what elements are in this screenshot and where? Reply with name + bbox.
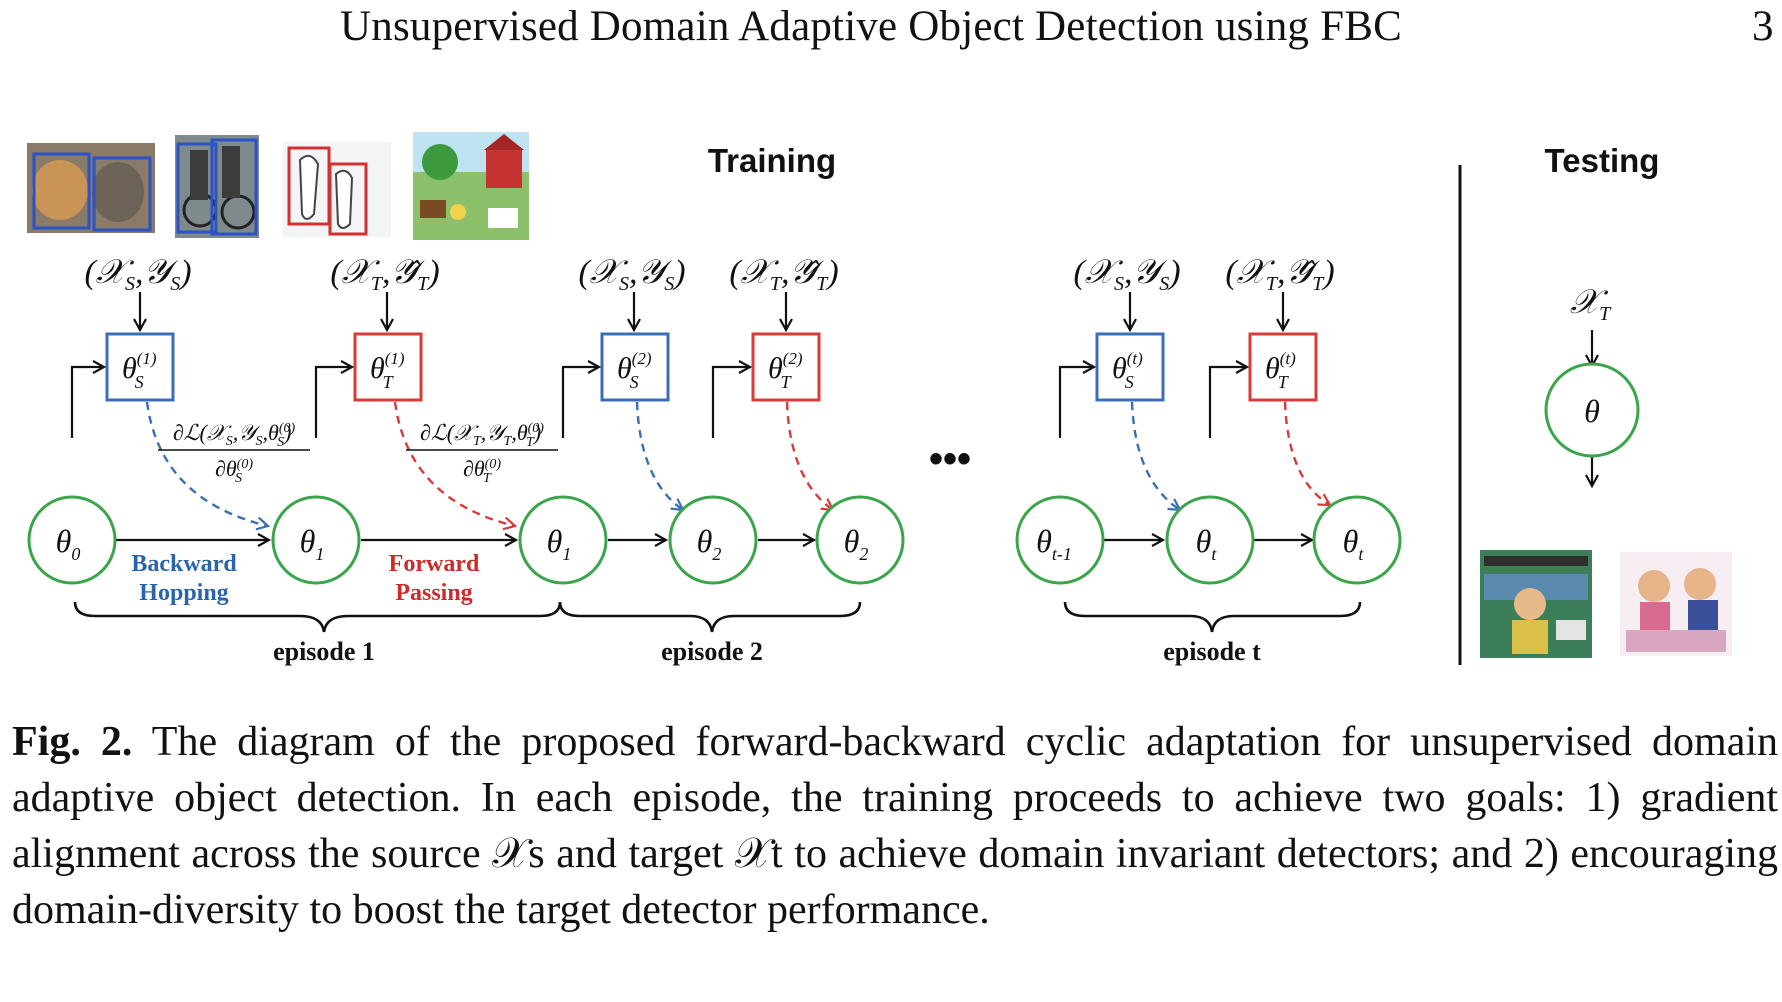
param-box-target-t — [1248, 332, 1318, 402]
caption-text: The diagram of the proposed forward-back… — [12, 719, 1778, 933]
episode-t-label: episode t — [1163, 637, 1261, 666]
forward-label-line2: Passing — [395, 580, 472, 606]
cyclists-photo-thumbnail — [175, 135, 259, 238]
grad-target-denominator: ∂θ(0)T — [463, 456, 501, 486]
forward-label-line1: Forward — [389, 551, 480, 577]
node-theta-tb — [1312, 495, 1402, 585]
page-number: 3 — [1752, 3, 1774, 50]
backward-label-line1: Backward — [131, 551, 237, 577]
episode-1-label: episode 1 — [273, 637, 375, 666]
episode-1-brace — [73, 601, 562, 633]
grad-source-denominator: ∂θ(0)S — [215, 456, 253, 486]
target-input-label-2: (𝒳T,𝒴̂T) — [729, 254, 838, 295]
clipart-farm-thumbnail — [413, 132, 529, 240]
param-box-source-1 — [105, 332, 175, 402]
clipart-library-thumbnail — [1480, 550, 1592, 658]
node-theta-2b — [815, 495, 905, 585]
clipart-dinner-thumbnail — [1620, 552, 1732, 656]
node-theta-1b — [518, 495, 608, 585]
cats-photo-thumbnail — [27, 143, 155, 233]
fbc-diagram-figure: Training Testing (𝒳S,𝒴S) (𝒳T,𝒴̂T) (𝒳S,𝒴S… — [27, 132, 1732, 666]
source-input-label-2: (𝒳S,𝒴S) — [578, 254, 685, 295]
figure-caption: Fig. 2. The diagram of the proposed forw… — [12, 714, 1778, 938]
sketch-thumbnail — [283, 142, 391, 237]
caption-label: Fig. 2. — [12, 719, 133, 765]
grad-source-numerator: ∂ℒ(𝒳S,𝒴S,θ(0)S) — [173, 420, 296, 450]
node-theta-1a — [271, 495, 361, 585]
backward-label-line2: Hopping — [139, 580, 228, 606]
target-input-label-1: (𝒳T,𝒴̂T) — [330, 254, 439, 295]
node-theta-0 — [27, 495, 117, 585]
param-box-source-t — [1095, 332, 1165, 402]
backward-hop-arrow-1 — [145, 401, 268, 526]
testing-label: Testing — [1545, 142, 1660, 179]
forward-pass-arrow-1 — [393, 401, 515, 526]
node-theta-t-1 — [1015, 495, 1105, 585]
running-header-title: Unsupervised Domain Adaptive Object Dete… — [340, 3, 1402, 50]
source-input-label-t: (𝒳S,𝒴S) — [1073, 254, 1180, 295]
node-theta-ta — [1165, 495, 1255, 585]
forward-pass-arrow-t — [1283, 401, 1330, 505]
param-box-target-2 — [751, 332, 821, 402]
backward-hop-arrow-2 — [635, 401, 683, 510]
node-theta-test — [1544, 362, 1640, 458]
forward-pass-arrow-2 — [785, 401, 833, 510]
episode-t-brace — [1063, 601, 1362, 633]
grad-target-numerator: ∂ℒ(𝒳T,𝒴T,θ(0)T) — [420, 420, 544, 450]
target-input-label-t: (𝒳T,𝒴̂T) — [1225, 254, 1334, 295]
ellipsis: ••• — [929, 437, 971, 481]
training-label: Training — [708, 142, 836, 179]
episode-2-label: episode 2 — [661, 637, 763, 666]
source-input-label-1: (𝒳S,𝒴S) — [84, 254, 191, 295]
node-theta-2a — [668, 495, 758, 585]
backward-hop-arrow-t — [1130, 401, 1180, 510]
param-box-source-2 — [600, 332, 670, 402]
param-box-target-1 — [353, 332, 423, 402]
test-node-label: θ — [1584, 393, 1600, 429]
test-input-label: 𝒳T — [1570, 284, 1612, 325]
episode-2-brace — [558, 601, 862, 633]
